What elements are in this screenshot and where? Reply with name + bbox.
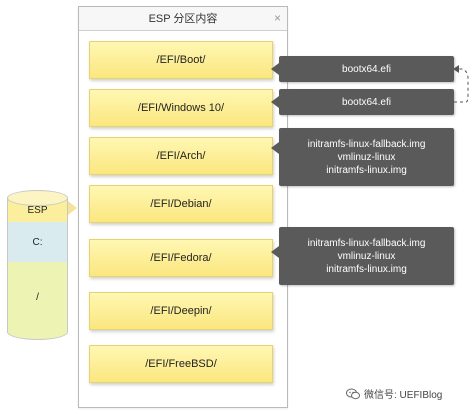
- note-arch-pointer: [271, 142, 279, 154]
- folder-efi-deepin: /EFI/Deepin/: [89, 292, 273, 330]
- disk-top: [7, 190, 68, 206]
- note-arch-line-1: initramfs-linux-fallback.img: [307, 138, 426, 150]
- folder-label: /EFI/Fedora/: [150, 252, 212, 264]
- disk-segment-root: /: [8, 262, 67, 332]
- folder-efi-freebsd: /EFI/FreeBSD/: [89, 345, 273, 383]
- folder-label: /EFI/Deepin/: [150, 305, 212, 317]
- note-arch-line-3: initramfs-linux.img: [326, 164, 407, 176]
- esp-contents-panel: ESP 分区内容 × /EFI/Boot/ /EFI/Windows 10/ /…: [78, 6, 288, 408]
- note-arch-line-2: vmlinuz-linux: [337, 151, 396, 163]
- folder-label: /EFI/Windows 10/: [137, 102, 225, 114]
- folder-label: /EFI/Debian/: [150, 198, 212, 210]
- dashed-connector-arrow: [453, 65, 459, 73]
- note-windows-pointer: [271, 96, 279, 108]
- disk-segment-esp-label: ESP: [27, 204, 48, 216]
- folder-label: /EFI/FreeBSD/: [145, 358, 217, 370]
- folder-efi-arch: /EFI/Arch/: [89, 137, 273, 175]
- folder-label: /EFI/Arch/: [156, 150, 206, 162]
- folder-efi-fedora: /EFI/Fedora/: [89, 239, 273, 277]
- esp-pointer-arrow: [68, 201, 77, 215]
- watermark-text: 微信号: UEFIBlog: [364, 390, 443, 401]
- note-fedora-line-2: vmlinuz-linux: [337, 250, 396, 262]
- disk-cylinder: ESP C: /: [7, 190, 68, 340]
- watermark: 微信号: UEFIBlog: [346, 386, 442, 401]
- note-boot-line: bootx64.efi: [342, 63, 391, 75]
- note-windows: bootx64.efi: [279, 89, 454, 115]
- note-fedora-line-1: initramfs-linux-fallback.img: [307, 237, 426, 249]
- note-fedora-pointer: [271, 246, 279, 258]
- folder-efi-debian: /EFI/Debian/: [89, 185, 273, 223]
- disk-segment-c-label: C:: [32, 236, 43, 248]
- folder-efi-boot: /EFI/Boot/: [89, 41, 273, 79]
- close-icon[interactable]: ×: [273, 11, 281, 25]
- disk-segment-root-label: /: [36, 291, 39, 303]
- panel-title-text: ESP 分区内容: [148, 13, 218, 25]
- note-windows-line: bootx64.efi: [342, 96, 391, 108]
- note-fedora-line-3: initramfs-linux.img: [326, 263, 407, 275]
- note-arch: initramfs-linux-fallback.img vmlinuz-lin…: [279, 128, 454, 186]
- disk-segment-c: C:: [8, 222, 67, 262]
- panel-title: ESP 分区内容: [79, 7, 287, 31]
- dashed-connector: [454, 68, 469, 103]
- note-boot: bootx64.efi: [279, 56, 454, 82]
- note-boot-pointer: [271, 63, 279, 75]
- folder-efi-windows: /EFI/Windows 10/: [89, 89, 273, 127]
- wechat-icon: [346, 388, 360, 399]
- note-fedora: initramfs-linux-fallback.img vmlinuz-lin…: [279, 227, 454, 285]
- folder-label: /EFI/Boot/: [156, 54, 206, 66]
